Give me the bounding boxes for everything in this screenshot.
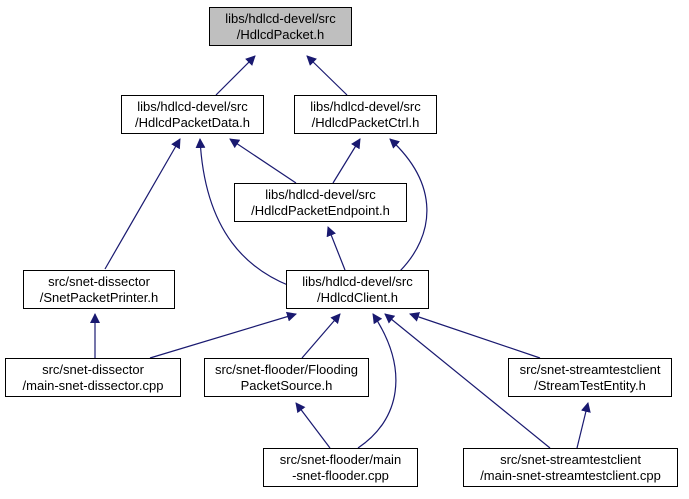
node-flooding-packet-source-line2: PacketSource.h <box>240 377 333 393</box>
node-hdlcd-packet-ctrl[interactable]: libs/hdlcd-devel/src /HdlcdPacketCtrl.h <box>294 95 437 134</box>
node-hdlcd-client[interactable]: libs/hdlcd-devel/src /HdlcdClient.h <box>286 270 429 309</box>
node-snet-packet-printer-line1: src/snet-dissector <box>48 273 150 289</box>
node-hdlcd-packet-line2: /HdlcdPacket.h <box>236 26 325 42</box>
node-flooding-packet-source-line1: src/snet-flooder/Flooding <box>214 361 359 377</box>
node-hdlcd-packet-data-line1: libs/hdlcd-devel/src <box>137 98 248 114</box>
node-main-snet-flooder-line1: src/snet-flooder/main <box>279 451 402 467</box>
node-hdlcd-packet-data-line2: /HdlcdPacketData.h <box>135 114 250 130</box>
edge-maindissector-to-client <box>149 311 297 359</box>
node-stream-test-entity-line2: /StreamTestEntity.h <box>534 377 646 393</box>
edge-floodingsource-to-client <box>301 313 341 359</box>
node-hdlcd-packet-line1: libs/hdlcd-devel/src <box>225 10 336 26</box>
node-main-snet-streamtestclient-line1: src/snet-streamtestclient <box>500 451 641 467</box>
node-main-snet-streamtestclient[interactable]: src/snet-streamtestclient /main-snet-str… <box>463 448 678 487</box>
edge-streamentity-to-client <box>409 312 541 359</box>
node-snet-packet-printer[interactable]: src/snet-dissector /SnetPacketPrinter.h <box>23 270 175 309</box>
node-hdlcd-packet-endpoint-line2: /HdlcdPacketEndpoint.h <box>251 202 390 218</box>
edge-packetctrl-to-packet <box>306 55 348 96</box>
node-stream-test-entity-line1: src/snet-streamtestclient <box>519 361 661 377</box>
node-snet-packet-printer-line2: /SnetPacketPrinter.h <box>39 289 159 305</box>
node-hdlcd-packet: libs/hdlcd-devel/src /HdlcdPacket.h <box>209 7 352 46</box>
node-flooding-packet-source[interactable]: src/snet-flooder/Flooding PacketSource.h <box>204 358 369 397</box>
edge-endpoint-to-packetdata <box>229 138 297 184</box>
edge-client-to-packetdata <box>195 138 291 287</box>
edge-endpoint-to-packetctrl <box>332 138 361 184</box>
node-main-snet-dissector-line2: /main-snet-dissector.cpp <box>22 377 164 393</box>
node-hdlcd-packet-endpoint-line1: libs/hdlcd-devel/src <box>265 186 376 202</box>
edge-printer-to-packetdata <box>104 138 181 270</box>
node-main-snet-dissector-line1: src/snet-dissector <box>42 361 144 377</box>
edge-client-to-packetctrl <box>389 138 428 272</box>
node-main-snet-dissector[interactable]: src/snet-dissector /main-snet-dissector.… <box>5 358 181 397</box>
edge-mainstreamclient-to-client <box>384 313 551 449</box>
node-stream-test-entity[interactable]: src/snet-streamtestclient /StreamTestEnt… <box>508 358 672 397</box>
edge-mainflooder-to-floodingsource <box>295 402 331 449</box>
node-main-snet-streamtestclient-line2: /main-snet-streamtestclient.cpp <box>480 467 661 483</box>
edge-mainflooder-to-client <box>357 313 397 449</box>
edge-client-to-endpoint <box>326 226 346 271</box>
node-hdlcd-packet-data[interactable]: libs/hdlcd-devel/src /HdlcdPacketData.h <box>121 95 264 134</box>
node-hdlcd-client-line2: /HdlcdClient.h <box>317 289 398 305</box>
edge-packetdata-to-packet <box>215 55 256 96</box>
node-hdlcd-packet-ctrl-line2: /HdlcdPacketCtrl.h <box>311 114 420 130</box>
node-hdlcd-packet-endpoint[interactable]: libs/hdlcd-devel/src /HdlcdPacketEndpoin… <box>234 183 407 222</box>
node-main-snet-flooder[interactable]: src/snet-flooder/main -snet-flooder.cpp <box>263 448 418 487</box>
node-hdlcd-client-line1: libs/hdlcd-devel/src <box>302 273 413 289</box>
node-main-snet-flooder-line2: -snet-flooder.cpp <box>292 467 389 483</box>
edge-mainstreamclient-to-streamentity <box>576 402 591 449</box>
node-hdlcd-packet-ctrl-line1: libs/hdlcd-devel/src <box>310 98 421 114</box>
